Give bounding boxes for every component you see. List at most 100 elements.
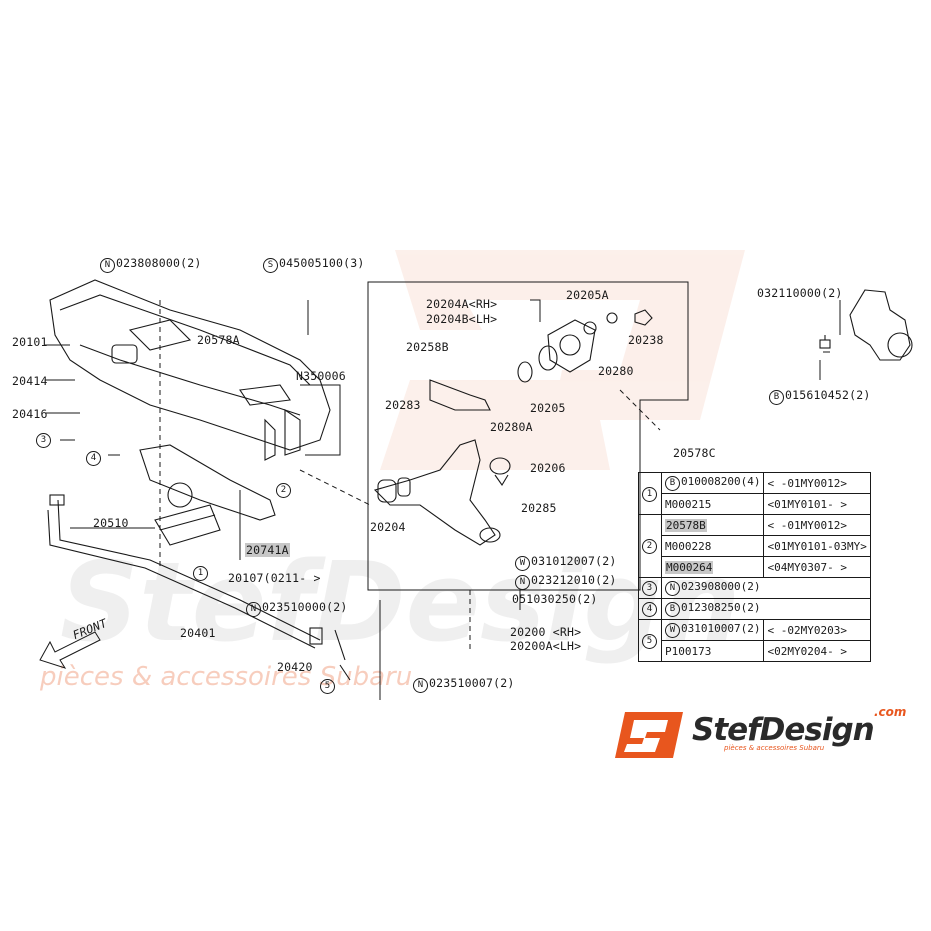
part-number: 20578B [665, 518, 707, 532]
label-N350006: N350006 [296, 369, 346, 383]
callout-2: 2 [276, 481, 292, 498]
label-text: 023510000(2) [262, 600, 348, 614]
callout-number: 2 [276, 483, 291, 498]
nut-symbol-icon: N [413, 678, 428, 693]
label-20414: 20414 [12, 374, 48, 388]
table-cell-range: <01MY0101-03MY> [763, 535, 871, 557]
watermark-stefdesign: StefDesign [60, 538, 740, 666]
label-20258B: 20258B [406, 340, 449, 354]
table-cell-num: 3 [638, 577, 662, 599]
callout-number: 1 [193, 566, 208, 581]
table-cell-num: 2 [638, 514, 662, 578]
stabilizer-bar-drawing [47, 494, 351, 681]
label-20204B: 20204B<LH> [426, 312, 498, 326]
bushing-assembly-drawing [429, 309, 653, 411]
label-20200: 20200 <RH> [510, 625, 582, 639]
label-20285: 20285 [521, 501, 557, 515]
table-row: M000264 <04MY0307- > [639, 556, 871, 578]
crossmember-drawing [49, 279, 331, 461]
nut-symbol-icon: N [515, 575, 530, 590]
nut-symbol-icon: N [665, 581, 680, 596]
stefdesign-logo-icon [615, 712, 683, 758]
knuckle-drawing [819, 289, 913, 361]
lower-brace-drawing [139, 444, 276, 546]
label-20578A: 20578A [197, 333, 240, 347]
label-20107: 20107(0211- > [228, 571, 321, 585]
label-text: 031012007(2) [531, 554, 617, 568]
callout-number: 5 [320, 679, 335, 694]
nut-symbol-icon: N [246, 602, 261, 617]
leader-lines [45, 281, 841, 700]
brand-name: StefDesign [692, 712, 875, 748]
label-20205A: 20205A [566, 288, 609, 302]
label-text: 023808000(2) [116, 256, 202, 270]
watermark-tagline: pièces & accessoires Subaru [39, 662, 412, 692]
label-20578C: 20578C [673, 446, 716, 460]
table-cell-range: < -02MY0203> [763, 619, 871, 641]
brand-tld: .com [874, 705, 907, 719]
table-row: 2 20578B < -01MY0012> [638, 514, 871, 578]
control-arm-drawing [373, 439, 511, 546]
label-20280: 20280 [598, 364, 634, 378]
label-text: 045005100(3) [279, 256, 365, 270]
table-cell-part: P100173 [660, 640, 765, 662]
callout-number: 1 [642, 486, 657, 502]
table-cell-part: M000264 [660, 556, 765, 578]
bolt-symbol-icon: B [665, 602, 680, 617]
part-number: M000264 [665, 560, 714, 574]
label-20401: 20401 [180, 626, 216, 640]
label-text: 023212010(2) [531, 573, 617, 587]
callout-number: 3 [642, 581, 657, 596]
bolt-symbol-icon: B [769, 390, 784, 405]
label-20206: 20206 [530, 461, 566, 475]
table-cell-range: <02MY0204- > [763, 640, 871, 662]
label-20238: 20238 [628, 333, 664, 347]
washer-symbol-icon: W [665, 623, 680, 638]
label-20200A: 20200A<LH> [510, 639, 582, 653]
brand-tagline: pièces & accessoires Subaru [724, 744, 825, 752]
table-cell-range: <04MY0307- > [763, 556, 871, 578]
table-row: M000215 <01MY0101- > [639, 493, 871, 515]
callout-1: 1 [193, 564, 209, 581]
label-20510: 20510 [93, 516, 129, 530]
callout-5: 5 [320, 677, 336, 694]
screw-symbol-icon: S [263, 258, 278, 273]
part-number: 010008200(4) [681, 475, 761, 488]
part-number: 031010007(2) [681, 622, 761, 635]
label-20204A: 20204A<RH> [426, 297, 498, 311]
label-032110000: 032110000(2) [757, 286, 843, 300]
callout-number: 4 [86, 451, 101, 466]
label-text: 015610452(2) [785, 388, 871, 402]
label-20205: 20205 [530, 401, 566, 415]
front-arrow-icon [39, 631, 101, 669]
table-cell-part: 20578B [660, 514, 765, 536]
table-cell-range: <01MY0101- > [763, 493, 871, 515]
part-number: 023908000(2) [681, 580, 761, 593]
watermark-logo [380, 250, 745, 470]
label-20283: 20283 [385, 398, 421, 412]
label-20101: 20101 [12, 335, 48, 349]
label-20204: 20204 [370, 520, 406, 534]
table-cell-num: 4 [638, 598, 662, 620]
label-text: 023510007(2) [429, 676, 515, 690]
table-row: P100173 <02MY0204- > [639, 640, 871, 662]
table-cell-part: M000215 [660, 493, 765, 515]
bolt-symbol-icon: B [665, 476, 680, 491]
table-cell-range: < -01MY0012> [763, 472, 871, 494]
nut-symbol-icon: N [100, 258, 115, 273]
callout-4: 4 [86, 449, 102, 466]
